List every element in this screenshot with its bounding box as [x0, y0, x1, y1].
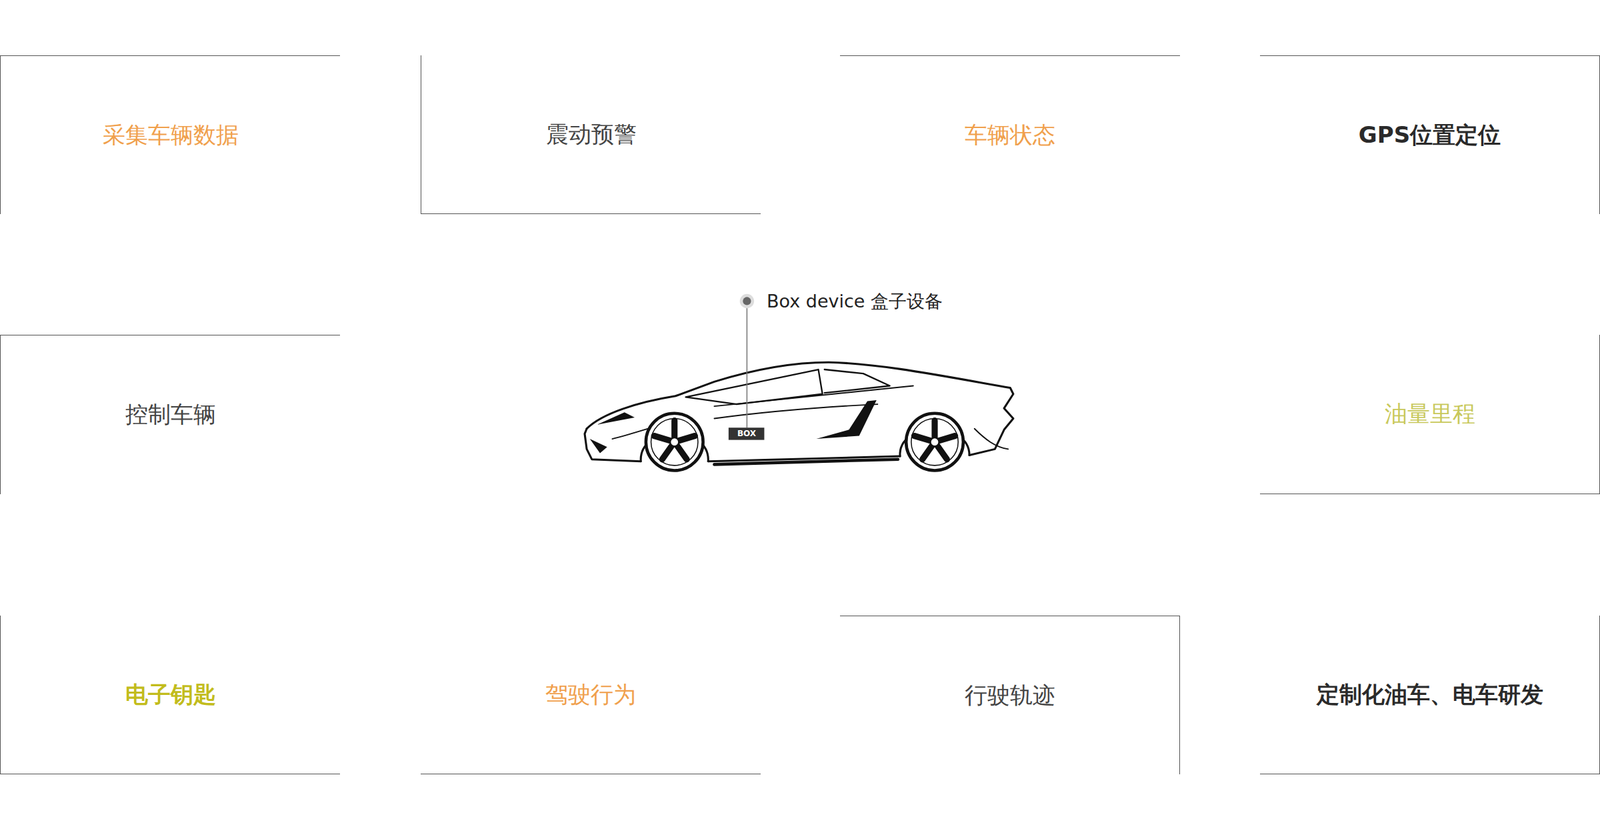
feature-box: 震动预警 — [420, 55, 761, 214]
callout-label: Box device 盒子设备 — [766, 289, 943, 314]
feature-box: 驾驶行为 — [420, 615, 761, 774]
box-tag: BOX — [728, 427, 765, 440]
feature-box: 电子钥匙 — [0, 615, 340, 774]
feature-label: 车辆状态 — [964, 120, 1056, 151]
feature-label: 控制车辆 — [125, 399, 216, 430]
feature-label: 油量里程 — [1384, 398, 1476, 430]
feature-label: 采集车辆数据 — [102, 120, 239, 151]
feature-label: GPS位置定位 — [1358, 120, 1501, 151]
feature-label: 驾驶行为 — [545, 679, 636, 710]
feature-box: GPS位置定位 — [1260, 55, 1600, 214]
feature-box: 行驶轨迹 — [840, 615, 1180, 774]
feature-label: 定制化油车、电车研发 — [1316, 679, 1544, 710]
feature-label: 电子钥匙 — [125, 679, 216, 710]
feature-box: 油量里程 — [1260, 334, 1600, 494]
feature-box: 采集车辆数据 — [0, 55, 340, 214]
feature-label: 震动预警 — [546, 119, 637, 150]
feature-box: 控制车辆 — [0, 334, 340, 494]
feature-label: 行驶轨迹 — [964, 680, 1056, 711]
feature-box: 车辆状态 — [840, 55, 1180, 214]
feature-box: 定制化油车、电车研发 — [1260, 615, 1600, 774]
